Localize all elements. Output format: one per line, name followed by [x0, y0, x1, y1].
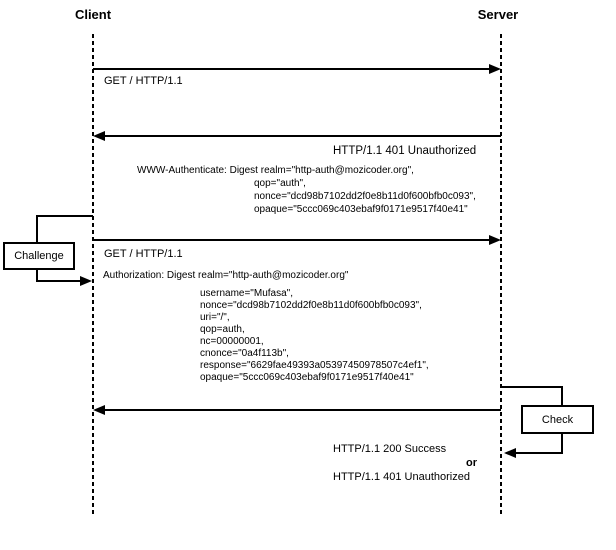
- arrowhead-left-icon: [504, 448, 516, 458]
- header-line: nonce="dcd98b7102dd2f0e8b11d0f600bfb0c09…: [254, 191, 476, 202]
- actor-label-client: Client: [74, 7, 112, 22]
- header-line: WWW-Authenticate: Digest realm="http-aut…: [137, 165, 414, 176]
- arrowhead-right-icon: [489, 64, 501, 74]
- actor-label-server: Server: [477, 7, 519, 22]
- header-line: response="6629fae49393a05397450978507c4e…: [200, 360, 429, 371]
- self-call-line: [36, 215, 93, 217]
- self-call-line: [36, 280, 81, 282]
- self-call-line: [502, 386, 563, 388]
- header-line: nonce="dcd98b7102dd2f0e8b11d0f600bfb0c09…: [200, 300, 422, 311]
- challenge-box-label: Challenge: [14, 250, 64, 262]
- message-label-get-1: GET / HTTP/1.1: [104, 75, 183, 87]
- self-call-line: [561, 386, 563, 407]
- header-line: Authorization: Digest realm="http-auth@m…: [103, 270, 349, 281]
- header-line: opaque="5ccc069c403ebaf9f0171e9517f40e41…: [200, 372, 414, 383]
- check-box-label: Check: [541, 413, 574, 426]
- arrow-line: [93, 68, 490, 70]
- client-lifeline: [92, 34, 94, 516]
- or-separator: or: [466, 457, 477, 469]
- arrow-line: [93, 239, 490, 241]
- check-box: Check: [521, 405, 594, 434]
- server-lifeline: [500, 34, 502, 516]
- challenge-box: Challenge: [3, 242, 75, 270]
- message-label-get-2: GET / HTTP/1.1: [104, 248, 183, 260]
- self-call-line: [36, 268, 38, 282]
- arrowhead-right-icon: [489, 235, 501, 245]
- self-call-line: [36, 215, 38, 244]
- header-line: qop="auth",: [254, 178, 306, 189]
- message-label-401: HTTP/1.1 401 Unauthorized: [333, 145, 477, 157]
- self-call-line: [515, 452, 563, 454]
- message-label-401-alt: HTTP/1.1 401 Unauthorized: [333, 471, 470, 483]
- header-line: cnonce="0a4f113b",: [200, 348, 289, 359]
- message-label-200: HTTP/1.1 200 Success: [333, 443, 447, 455]
- header-line: uri="/",: [200, 312, 230, 323]
- arrowhead-left-icon: [93, 131, 105, 141]
- arrowhead-right-icon: [80, 276, 92, 286]
- header-line: username="Mufasa",: [200, 288, 293, 299]
- arrow-line: [104, 135, 501, 137]
- arrow-line: [104, 409, 501, 411]
- header-line: nc=00000001,: [200, 336, 264, 347]
- self-call-line: [561, 432, 563, 454]
- header-line: qop=auth,: [200, 324, 245, 335]
- header-line: opaque="5ccc069c403ebaf9f0171e9517f40e41…: [254, 204, 468, 215]
- arrowhead-left-icon: [93, 405, 105, 415]
